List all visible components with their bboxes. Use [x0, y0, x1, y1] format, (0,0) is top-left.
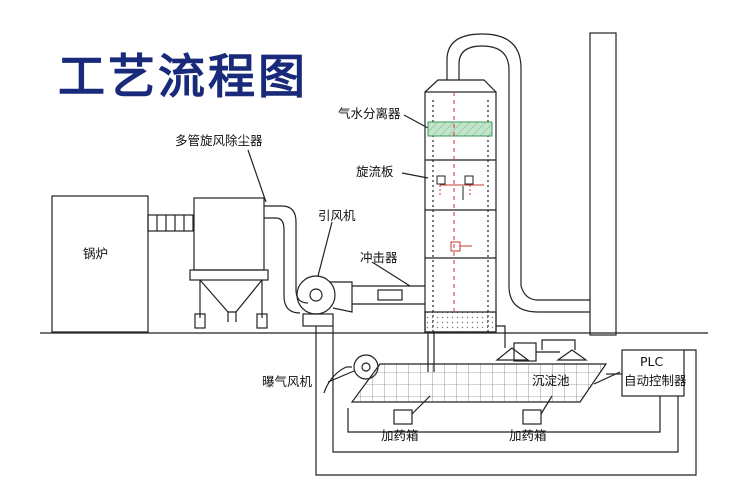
dosing-tank-2-box	[522, 409, 542, 425]
label-cyclone: 多管旋风除尘器	[175, 133, 263, 148]
cyclone-hopper	[199, 279, 263, 313]
cyclone-body	[193, 197, 265, 271]
impactor-nozzle	[450, 241, 461, 252]
label-dosing-tank-2: 加药箱	[509, 428, 547, 443]
plc-box	[621, 349, 685, 397]
label-sump: 沉淀池	[532, 373, 570, 388]
label-plc: PLC	[640, 354, 664, 369]
boiler-box	[51, 195, 149, 333]
label-aeration-fan: 曝气风机	[262, 374, 313, 389]
label-impactor: 冲击器	[360, 250, 398, 265]
cyclone-fan-duct	[264, 205, 309, 304]
induced-fan-body	[296, 275, 336, 315]
aeration-fan	[353, 354, 379, 380]
tower-water-level	[424, 311, 497, 333]
label-plc-controller: 自动控制器	[624, 373, 687, 388]
label-separator: 气水分离器	[338, 106, 401, 121]
label-induced-fan: 引风机	[318, 208, 356, 223]
chimney	[589, 32, 617, 336]
label-boiler: 锅炉	[83, 246, 109, 261]
label-swirl-plate: 旋流板	[356, 164, 394, 179]
sump-tank	[350, 363, 608, 403]
diagram-title: 工艺流程图	[58, 50, 308, 105]
dosing-tank-1-box	[393, 409, 413, 425]
gooseneck-duct	[446, 33, 522, 286]
label-dosing-tank-1: 加药箱	[381, 428, 419, 443]
boiler-duct	[147, 214, 194, 232]
